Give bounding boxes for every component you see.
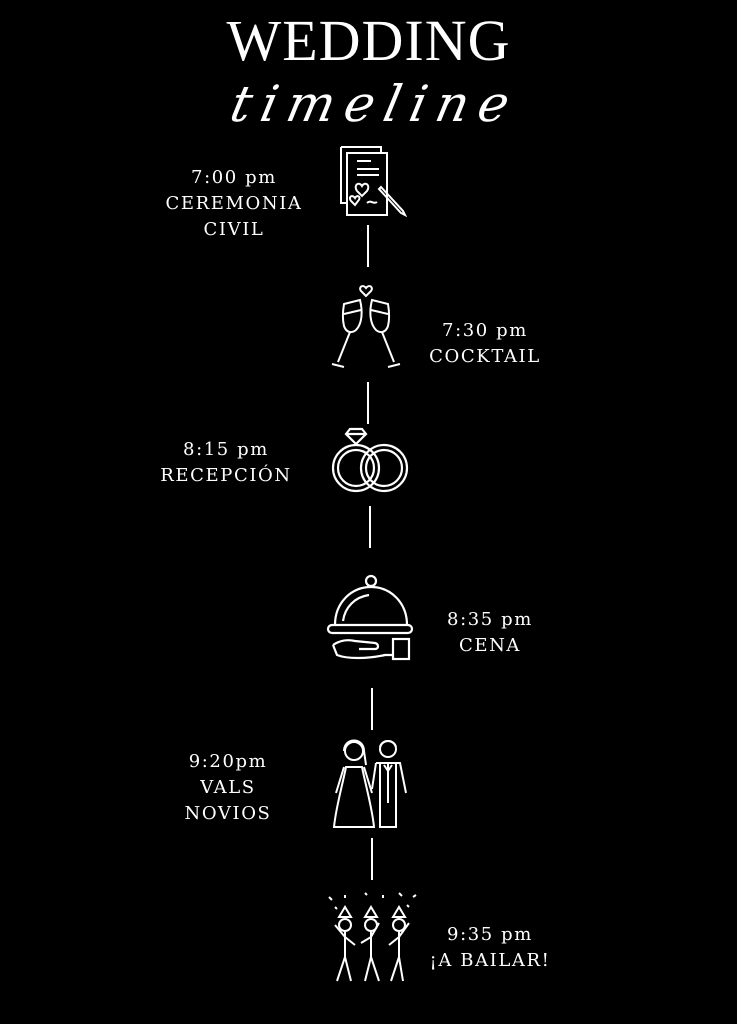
wedding-rings-icon xyxy=(328,426,412,494)
event-a-bailar: 9:35 pm ¡A BAILAR! xyxy=(390,922,590,974)
timeline-connector xyxy=(371,838,373,880)
event-name: VALS xyxy=(200,777,256,798)
subtitle-script: timeline xyxy=(225,75,525,133)
timeline-connector xyxy=(367,225,369,267)
event-name: ¡A BAILAR! xyxy=(429,950,551,971)
dancing-people-icon xyxy=(325,891,420,986)
event-name: COCKTAIL xyxy=(429,346,541,367)
event-vals-novios: 9:20pm VALS NOVIOS xyxy=(128,749,328,827)
event-name: RECEPCIÓN xyxy=(160,465,292,486)
event-time: 9:35 pm xyxy=(447,924,533,945)
event-time: 8:35 pm xyxy=(447,609,533,630)
champagne-toast-icon xyxy=(330,282,402,372)
event-ceremonia-civil: 7:00 pm CEREMONIA CIVIL xyxy=(134,165,334,243)
event-cena: 8:35 pm CENA xyxy=(390,607,590,659)
bride-groom-icon xyxy=(330,737,412,829)
timeline-connector xyxy=(369,506,371,548)
event-name: CENA xyxy=(458,635,522,656)
serving-cloche-icon xyxy=(325,573,415,667)
timeline-connector xyxy=(367,382,369,424)
signed-document-icon xyxy=(337,145,409,217)
event-time: 7:00 pm xyxy=(191,167,277,188)
event-time: 9:20pm xyxy=(188,751,268,772)
event-cocktail: 7:30 pm COCKTAIL xyxy=(385,318,585,370)
event-name-line2: CIVIL xyxy=(203,219,265,240)
event-time: 8:15 pm xyxy=(183,439,269,460)
event-name-line2: NOVIOS xyxy=(184,803,272,824)
title: WEDDING xyxy=(226,8,511,73)
event-name: CEREMONIA xyxy=(165,193,303,214)
timeline-connector xyxy=(371,688,373,730)
event-time: 7:30 pm xyxy=(442,320,528,341)
event-recepcion: 8:15 pm RECEPCIÓN xyxy=(126,437,326,489)
